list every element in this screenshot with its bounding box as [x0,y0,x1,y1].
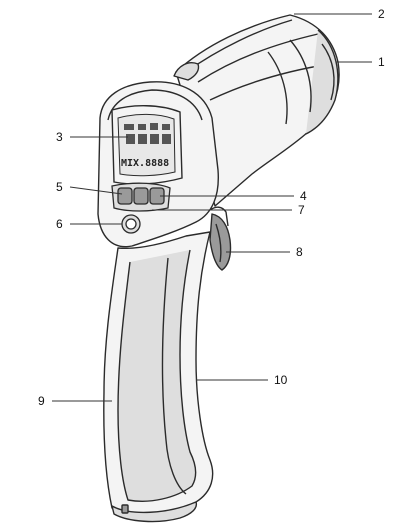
callout-label-8: 8 [296,245,303,259]
callout-label-7: 7 [298,203,305,217]
rear-housing-contour [107,89,203,121]
laser-aperture [173,62,200,81]
left-button [117,187,133,205]
lcd-segment [126,134,135,144]
lcd-segment [162,134,171,144]
lens-ring-band-2 [267,51,288,125]
grip-panel [117,249,197,502]
trigger-guard [209,206,229,227]
round-button-inner [125,218,137,230]
lcd-segment [150,123,158,130]
lcd-readout: MIX.8888 [121,158,169,169]
callout-label-5: 5 [56,180,63,194]
lcd-segment [138,124,146,130]
callout-label-3: 3 [56,130,63,144]
trigger-highlight [215,223,222,263]
leader-line-5 [69,186,123,195]
lcd-segment [162,124,170,130]
lcd-segments [124,123,171,144]
lens-ring-inner [321,43,335,101]
lens-ring-outer [305,29,339,135]
callout-label-2: 2 [378,7,385,21]
callout-label-6: 6 [56,217,63,231]
lens-ring-band [289,39,312,113]
lcd-segment [138,134,147,144]
lanyard-slot [121,504,129,514]
barrel-ridge-mid [197,33,319,83]
callout-labels: 1 2 3 4 5 6 7 8 9 10 [38,7,385,408]
grip-seam [161,257,187,495]
lcd-segment [150,134,159,144]
callout-label-1: 1 [378,55,385,69]
device-body [97,14,340,523]
butt-plate [111,501,198,523]
lcd-segment [124,124,134,130]
middle-button [133,187,149,205]
leader-lines [52,13,372,402]
callout-label-9: 9 [38,394,45,408]
button-cluster [111,182,171,234]
callout-label-10: 10 [274,373,288,387]
lcd-display: MIX.8888 [111,105,183,185]
callout-label-4: 4 [300,189,307,203]
